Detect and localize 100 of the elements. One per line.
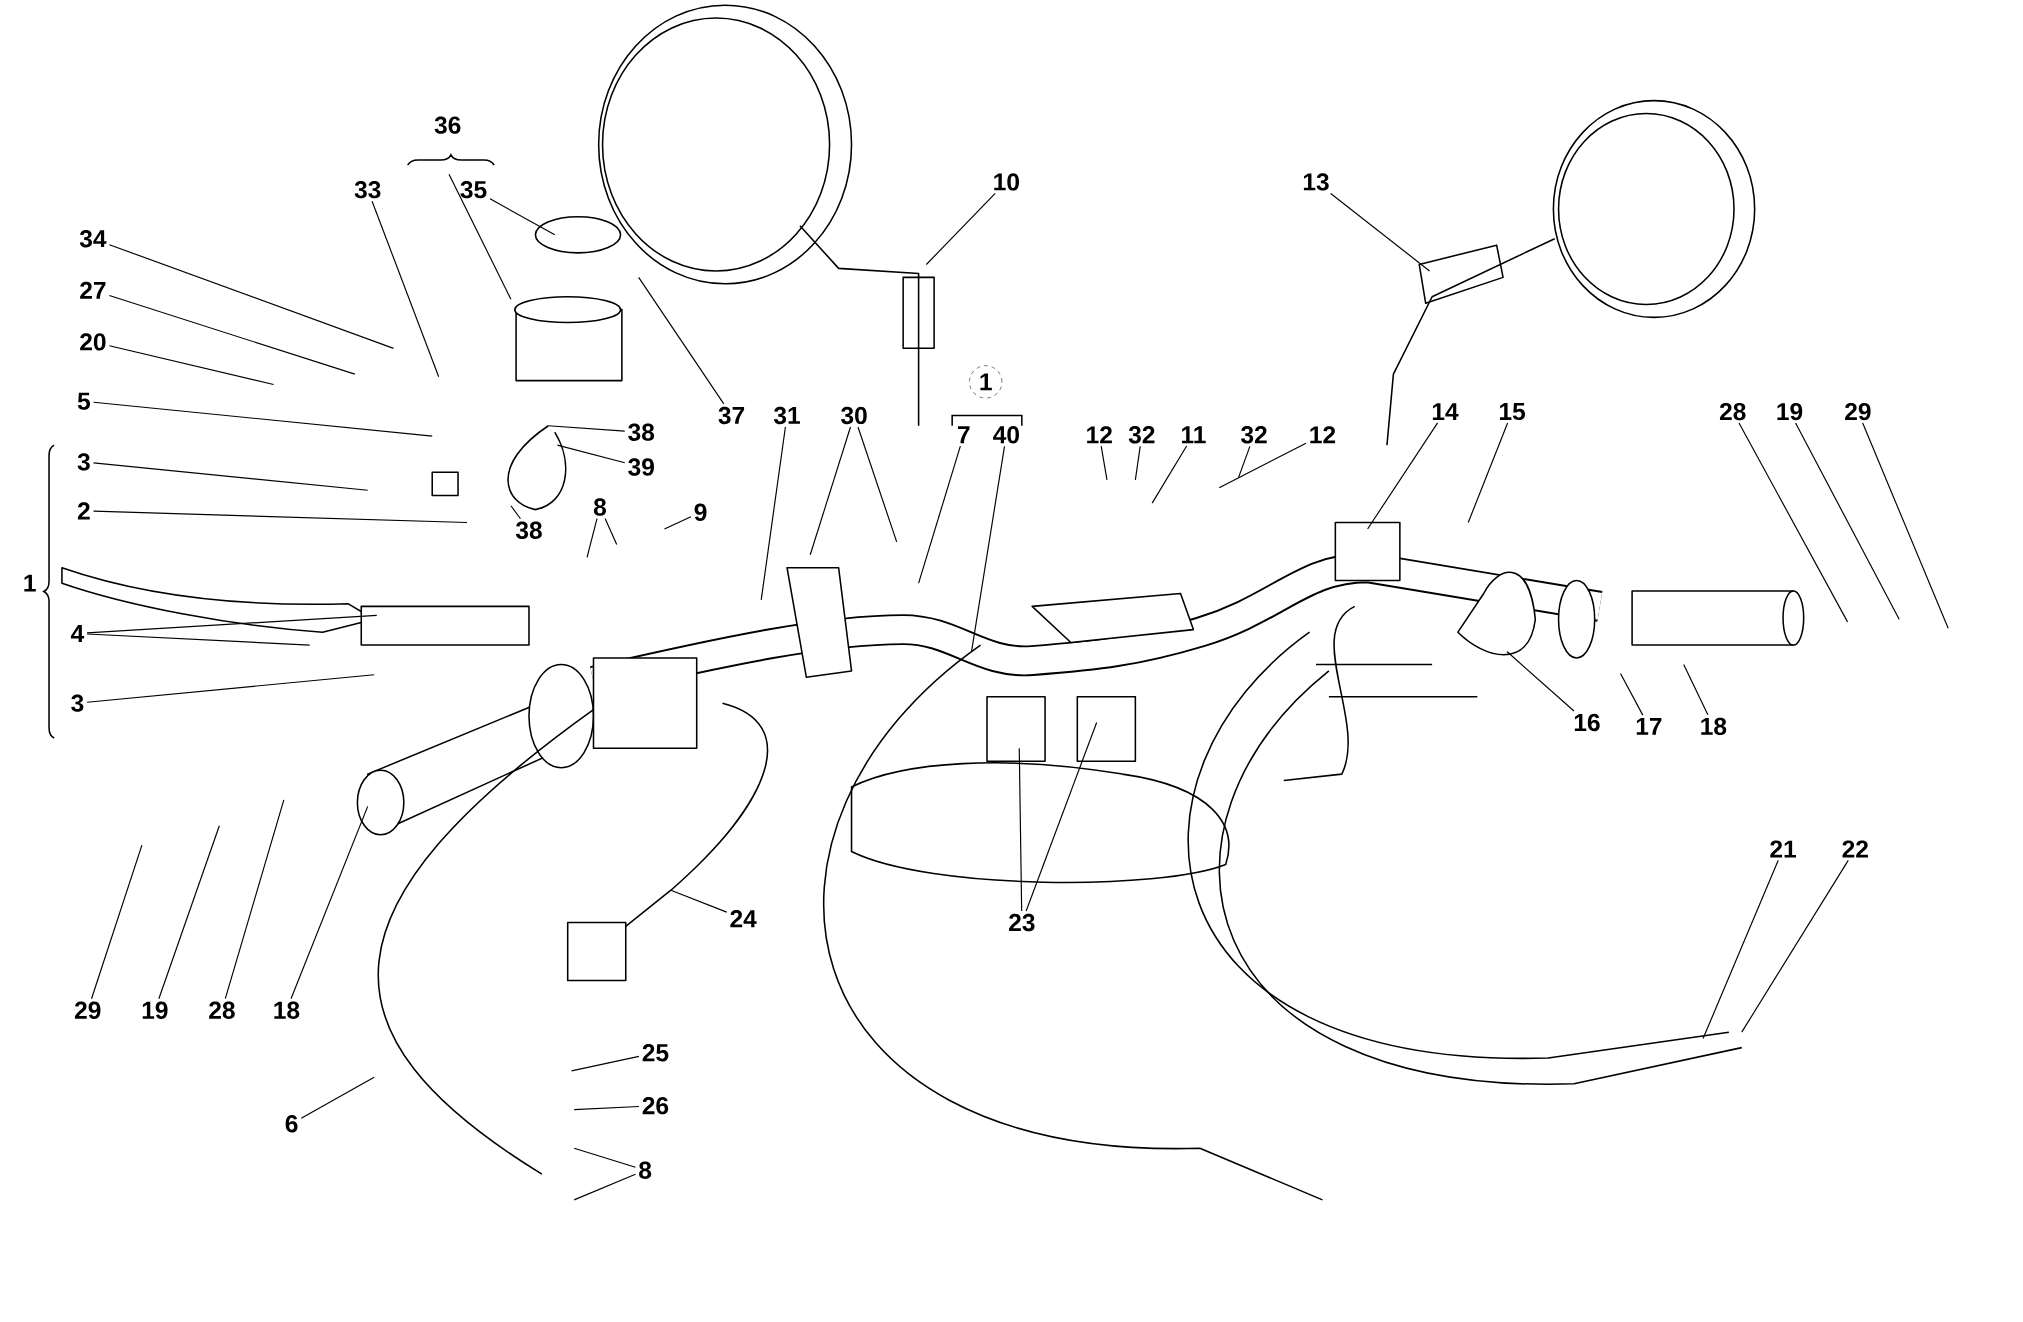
leader-line <box>300 1076 375 1119</box>
leader-line <box>604 517 618 545</box>
callout-number: 34 <box>79 229 107 248</box>
callout-number: 20 <box>80 333 106 351</box>
leader-line <box>1330 192 1431 272</box>
callout-number: 40 <box>993 425 1019 444</box>
callout-number: 7 <box>958 426 970 443</box>
leader-line <box>573 1147 637 1168</box>
leader-line <box>1619 672 1644 716</box>
leader-line <box>1151 445 1188 504</box>
callout-number: 36 <box>434 116 461 134</box>
leader-line <box>570 1055 640 1072</box>
callout-number: 31 <box>773 406 800 424</box>
callout-number: 16 <box>1574 713 1600 731</box>
leader-line <box>1218 442 1307 489</box>
callout-number: 32 <box>1128 425 1155 444</box>
callout-number: 4 <box>70 624 85 642</box>
callout-number: 12 <box>1087 426 1112 444</box>
leader-line <box>1795 422 1900 620</box>
callout-number: 14 <box>1432 402 1459 420</box>
leader-line <box>547 425 626 432</box>
leader-line <box>573 1173 637 1201</box>
leader-line <box>108 294 356 375</box>
leader-line <box>556 444 626 464</box>
leader-line <box>760 426 786 601</box>
callout-number: 15 <box>1500 402 1526 420</box>
leader-line <box>92 462 369 491</box>
leader-line <box>1134 445 1141 481</box>
leader-line <box>918 445 961 584</box>
callout-number: 30 <box>841 406 867 424</box>
callout-number: 26 <box>642 1096 669 1115</box>
callout-number: 8 <box>593 498 606 516</box>
leader-line <box>1862 422 1949 629</box>
leader-line <box>224 799 285 1000</box>
callout-number: 12 <box>1310 426 1336 444</box>
leader-line <box>1018 747 1023 912</box>
callout-number: 6 <box>285 1114 298 1133</box>
leader-line <box>510 504 522 520</box>
callout-number: 2 <box>77 502 90 520</box>
leader-line <box>1683 663 1709 716</box>
leader-line <box>86 614 378 634</box>
callout-number: 1 <box>24 574 36 592</box>
leader-line <box>371 200 440 378</box>
leader-line <box>857 426 898 543</box>
leader-line <box>1506 650 1575 712</box>
callout-number: 19 <box>142 1001 168 1019</box>
leader-line <box>1738 422 1849 623</box>
leader-line <box>1100 445 1108 481</box>
callout-number: 8 <box>639 1161 652 1179</box>
callout-number: 13 <box>1303 173 1329 191</box>
leader-line <box>638 276 725 405</box>
callout-number: 3 <box>71 694 84 712</box>
leader-line <box>1467 422 1509 523</box>
callout-number: 32 <box>1241 425 1267 444</box>
callout-number: 28 <box>209 1001 235 1019</box>
leader-line <box>158 824 220 1000</box>
leader-line <box>1702 859 1779 1039</box>
leader-line <box>1367 422 1439 530</box>
leader-line <box>663 515 692 530</box>
callout-number: 29 <box>1845 402 1871 421</box>
leader-line <box>1741 859 1849 1033</box>
callout-number: 25 <box>642 1043 669 1062</box>
callout-number: 11 <box>1182 426 1206 443</box>
callout-number: 10 <box>994 173 1019 191</box>
leader-line <box>1238 445 1251 478</box>
leader-line <box>809 426 852 556</box>
leader-line <box>670 889 728 913</box>
leader-line <box>586 517 598 558</box>
callout-number: 37 <box>718 406 745 424</box>
leader-line <box>86 633 311 646</box>
leader-line <box>92 401 433 437</box>
leader-line <box>1025 721 1098 912</box>
callout-number: 23 <box>1009 913 1035 931</box>
callout-number: 27 <box>80 281 106 299</box>
leader-line <box>86 673 375 703</box>
leader-line <box>448 173 512 300</box>
callout-number: 28 <box>1719 402 1746 421</box>
leader-line <box>290 805 369 1000</box>
leader-line <box>108 345 275 385</box>
leader-line <box>925 192 996 265</box>
leader-line <box>489 198 556 236</box>
callout-number: 22 <box>1842 840 1868 858</box>
callout-number: 24 <box>730 909 757 927</box>
callout-number: 21 <box>1770 840 1796 858</box>
callout-number: 9 <box>694 503 707 521</box>
circled-callout-number: 1 <box>969 365 1003 399</box>
leader-line <box>970 445 1006 652</box>
callout-number: 35 <box>460 180 487 199</box>
leader-line <box>92 510 468 523</box>
callout-number: 19 <box>1777 402 1803 421</box>
callout-number: 33 <box>354 180 381 199</box>
callout-number: 29 <box>74 1001 101 1019</box>
leader-line <box>573 1105 640 1110</box>
callout-number: 18 <box>1701 717 1727 735</box>
callout-number: 3 <box>77 453 90 471</box>
leader-line <box>108 243 395 349</box>
callout-number: 39 <box>628 458 654 476</box>
callout-number: 18 <box>274 1001 300 1019</box>
callout-number: 38 <box>515 521 542 539</box>
leader-line <box>90 844 143 1000</box>
